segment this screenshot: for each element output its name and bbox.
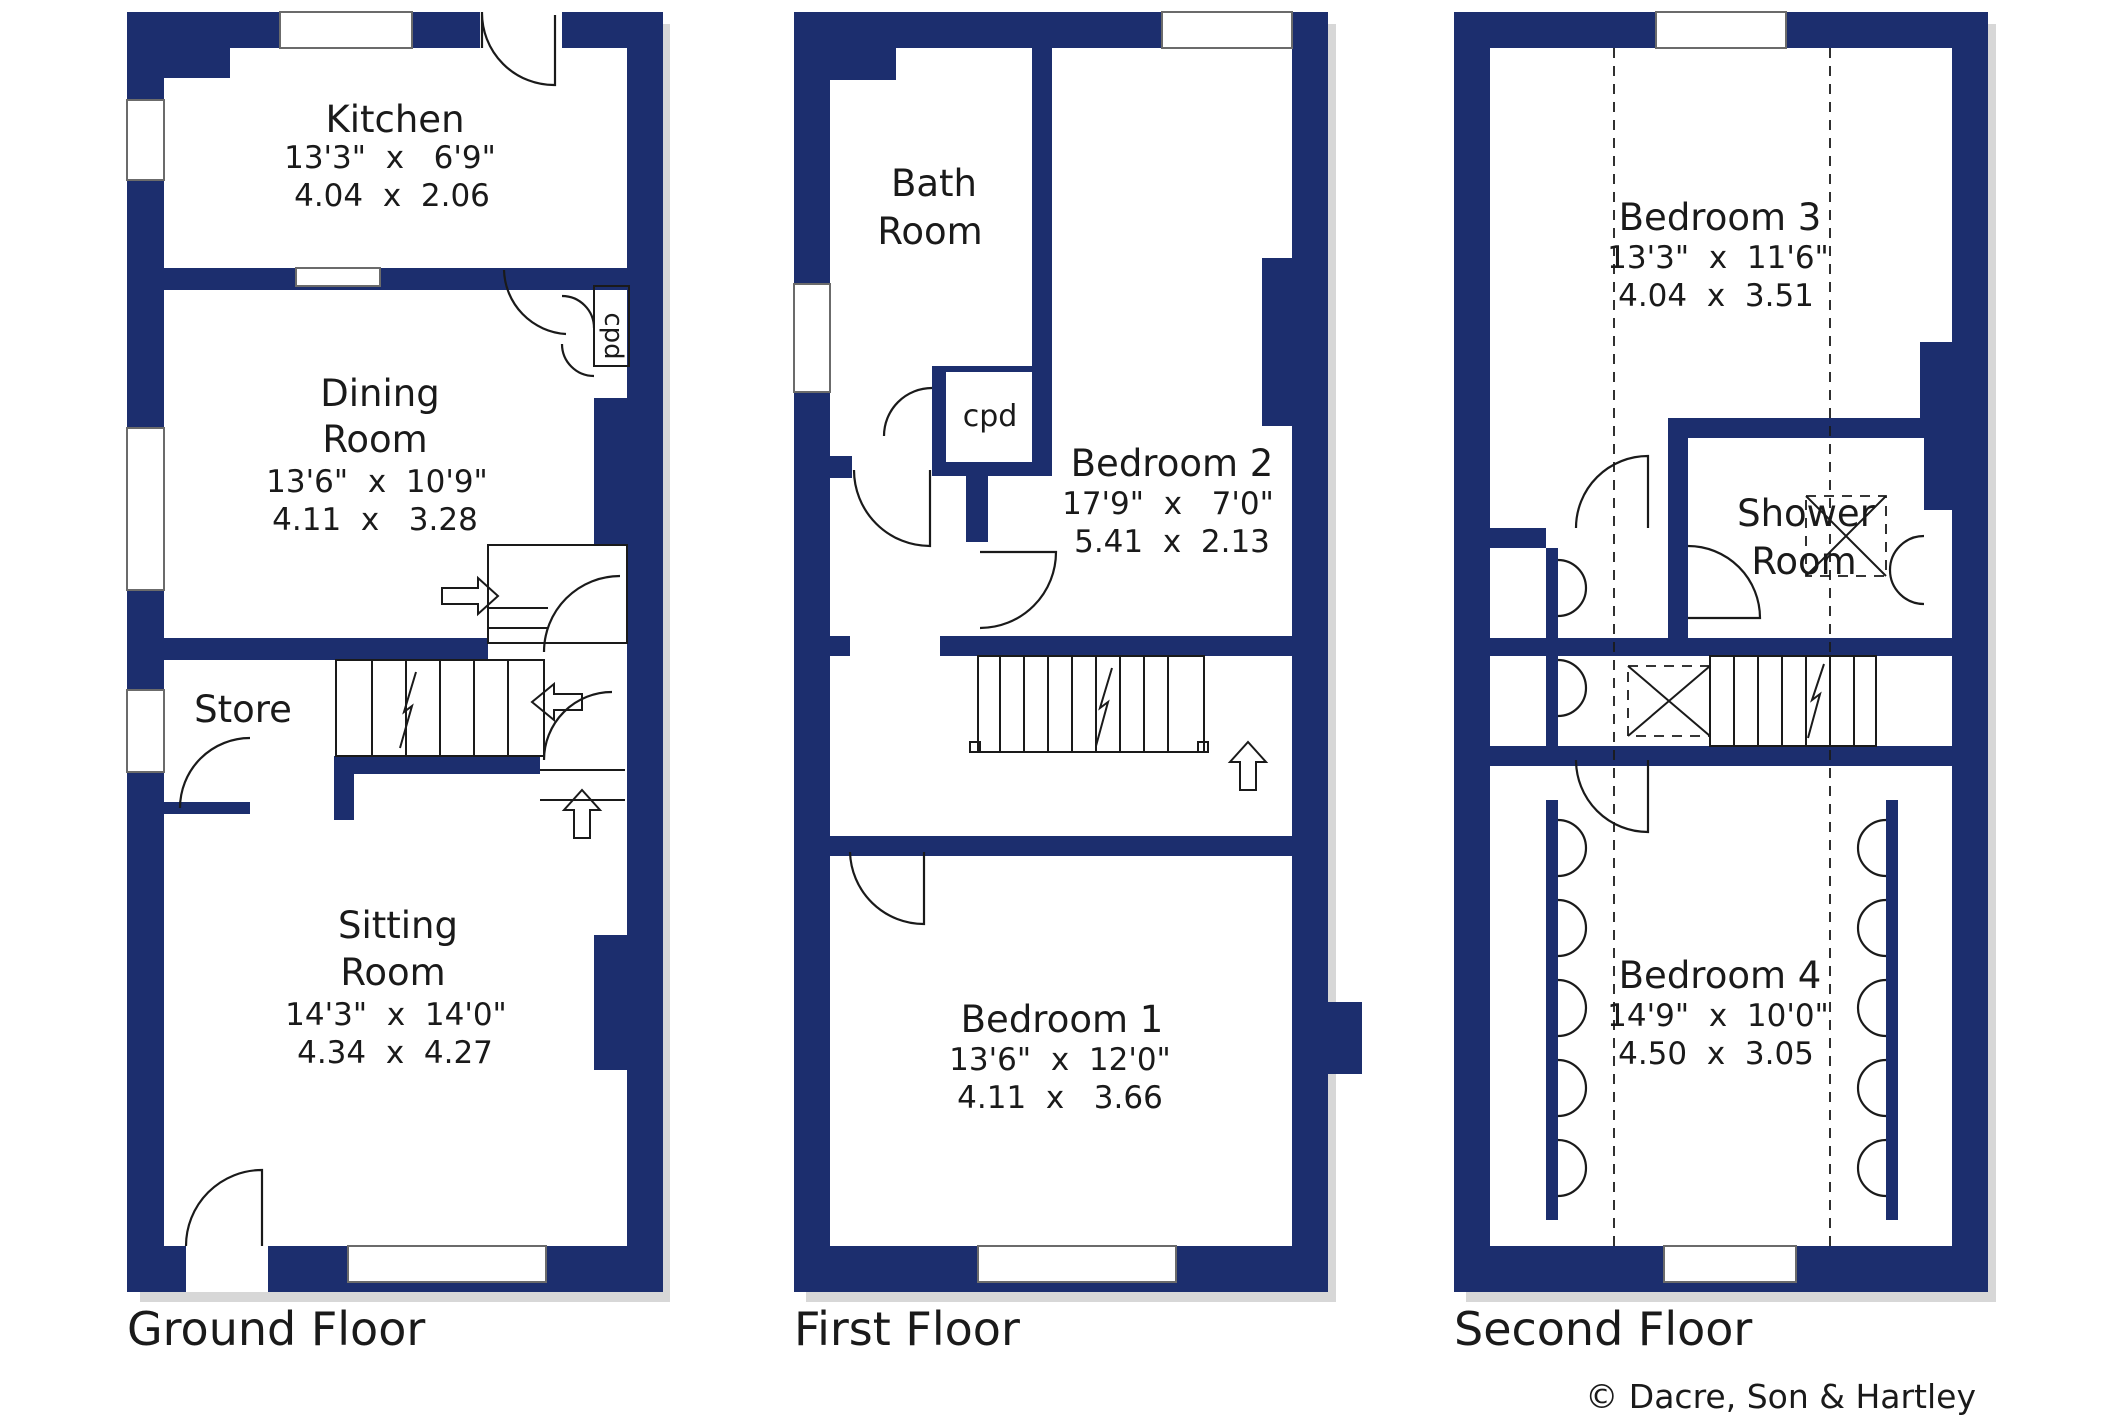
sitting-metric: 4.34 x 4.27: [297, 1035, 493, 1071]
bedroom-3-imperial: 13'3" x 11'6": [1607, 240, 1829, 276]
kitchen-back-door: [480, 11, 557, 87]
bedroom-1-imperial: 13'6" x 12'0": [949, 1042, 1171, 1078]
bedroom-1-chimney: [1328, 1002, 1362, 1074]
bedroom-1-door: [848, 851, 926, 926]
bedroom-1-name: Bedroom 1: [961, 998, 1164, 1041]
bedroom-2-imperial: 17'9" x 7'0": [1062, 486, 1274, 522]
bedroom-3-window-top: [1655, 11, 1787, 49]
shower-name-1: Shower: [1737, 492, 1876, 535]
stairs-arrow-entry: [561, 788, 603, 839]
bath-window-left: [793, 283, 831, 393]
bedroom-2-chimney: [1262, 258, 1292, 426]
bedroom-4-wardrobe-right: [1856, 818, 1887, 1198]
bath-bedroom-wall: [1032, 48, 1052, 388]
second-floor-plan: Bedroom 3 13'3" x 11'6" 4.04 x 3.51 Show…: [1454, 11, 1996, 1356]
bedroom-2-name: Bedroom 2: [1071, 442, 1274, 485]
bedroom-3-door: [1574, 454, 1650, 529]
bedroom-1-metric: 4.11 x 3.66: [957, 1080, 1163, 1116]
ground-floor-plan: Kitchen 13'3" x 6'9" 4.04 x 2.06 Dining …: [126, 11, 670, 1356]
landing-wall-2: [932, 836, 1292, 856]
landing-cupboard-doors: [1557, 558, 1588, 718]
landing-wall: [940, 636, 1292, 656]
sitting-imperial: 14'3" x 14'0": [285, 997, 507, 1033]
first-cupboard-label: cpd: [963, 399, 1018, 434]
second-floor-title: Second Floor: [1454, 1302, 1752, 1356]
shower-door: [1687, 544, 1762, 620]
bedroom-4-name: Bedroom 4: [1619, 954, 1822, 997]
kitchen-imperial: 13'3" x 6'9": [284, 140, 496, 176]
first-cupboard-door: [882, 386, 933, 437]
bedroom-2-area: [1052, 48, 1292, 636]
first-stairs-arrow: [1227, 740, 1269, 791]
bedroom-4-area: [1490, 766, 1952, 1246]
dining-chimney: [594, 398, 627, 543]
dining-name-2: Room: [322, 418, 427, 461]
bedroom-1-area: [830, 856, 1292, 1246]
bath-name-1: Bath: [891, 162, 977, 205]
dining-name-1: Dining: [320, 372, 439, 415]
bedroom-4-metric: 4.50 x 3.05: [1618, 1036, 1814, 1072]
second-stairs-area: [1490, 656, 1952, 746]
bathroom-door: [852, 469, 932, 548]
ground-cupboard-label: cpd: [598, 312, 628, 359]
rooflight-shower: [1805, 495, 1887, 577]
bedroom-2-door: [979, 550, 1058, 630]
front-door: [184, 1168, 264, 1247]
bedroom-3-metric: 4.04 x 3.51: [1618, 278, 1814, 314]
first-cupboard-area: [946, 372, 1032, 462]
bath-name-2: Room: [877, 210, 982, 253]
bedroom-2-window-top: [1161, 11, 1293, 49]
kitchen-metric: 4.04 x 2.06: [294, 178, 490, 214]
bedroom-3-name: Bedroom 3: [1619, 196, 1822, 239]
copyright-notice: © Dacre, Son & Hartley: [1585, 1377, 1976, 1416]
sitting-chimney: [594, 935, 627, 1070]
bedroom-4-wardrobe-left: [1557, 818, 1588, 1198]
first-floor-plan: Bath Room cpd Bedroom 2 17'9" x 7'0" 5.4…: [793, 11, 1362, 1356]
bedroom-4-door: [1574, 759, 1650, 834]
dining-door: [502, 269, 567, 336]
bedroom-4-window-bottom: [1663, 1245, 1797, 1283]
bedroom-1-window-bottom: [977, 1245, 1177, 1283]
ground-stairs: [335, 544, 628, 801]
sitting-window-bottom: [347, 1245, 547, 1283]
sitting-room-door: [542, 690, 613, 761]
dining-imperial: 13'6" x 10'9": [266, 464, 488, 500]
sitting-room-area: [164, 770, 627, 1246]
kitchen-window-top: [279, 11, 413, 49]
first-stairs: [969, 655, 1209, 753]
stairs-arrow-left: [530, 681, 583, 723]
store-door: [178, 736, 251, 809]
store-name: Store: [194, 688, 292, 731]
shower-cupboard-door: [1888, 534, 1925, 606]
dining-window-left: [126, 427, 165, 591]
sitting-name-1: Sitting: [338, 904, 458, 947]
second-stairs: [1709, 655, 1877, 747]
bedroom-4-imperial: 14'9" x 10'0": [1607, 998, 1829, 1034]
ground-floor-title: Ground Floor: [127, 1302, 425, 1356]
sitting-name-2: Room: [340, 951, 445, 994]
dining-window-top: [295, 267, 381, 287]
kitchen-name: Kitchen: [325, 98, 464, 141]
shower-name-2: Room: [1751, 540, 1856, 583]
stairs-arrow-up: [441, 575, 500, 617]
bedroom-2-metric: 5.41 x 2.13: [1074, 524, 1270, 560]
dining-metric: 4.11 x 3.28: [272, 502, 478, 538]
store-window-left: [126, 689, 165, 773]
hall-door: [542, 574, 621, 653]
kitchen-window-left: [126, 99, 165, 181]
first-floor-title: First Floor: [794, 1302, 1020, 1356]
hall-area: [488, 545, 627, 795]
